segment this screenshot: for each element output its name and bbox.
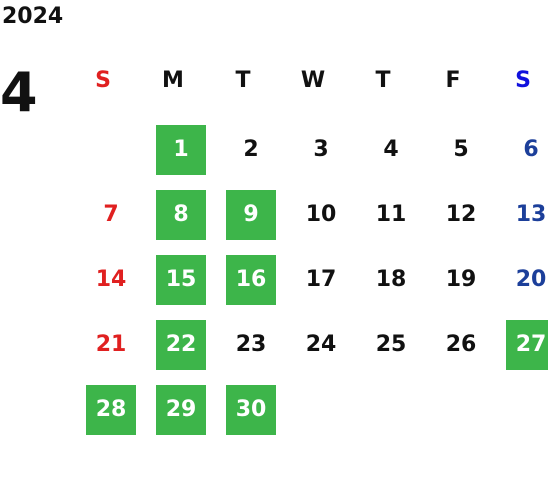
calendar-day-10[interactable]: 10 — [305, 202, 337, 227]
calendar-day-28[interactable]: 28 — [86, 385, 136, 435]
calendar-day-5[interactable]: 5 — [453, 137, 469, 162]
calendar-day-25[interactable]: 25 — [375, 332, 407, 357]
calendar-day-26[interactable]: 26 — [445, 332, 477, 357]
calendar-day-17[interactable]: 17 — [305, 267, 337, 292]
calendar-day-20[interactable]: 20 — [515, 267, 547, 292]
calendar-day-29[interactable]: 29 — [156, 385, 206, 435]
month-label: 4 — [0, 61, 38, 124]
calendar-day-12[interactable]: 12 — [445, 202, 477, 227]
calendar-day-7[interactable]: 7 — [103, 202, 119, 227]
weekday-thu: T — [375, 68, 391, 93]
calendar-day-4[interactable]: 4 — [383, 137, 399, 162]
weekday-tue: T — [235, 68, 251, 93]
weekday-fri: F — [445, 68, 461, 93]
calendar-day-3[interactable]: 3 — [313, 137, 329, 162]
calendar-day-11[interactable]: 11 — [375, 202, 407, 227]
calendar-day-21[interactable]: 21 — [95, 332, 127, 357]
calendar-day-27[interactable]: 27 — [506, 320, 548, 370]
weekday-sat: S — [515, 68, 531, 93]
weekday-header: S M T W T F S — [68, 66, 548, 96]
calendar-day-23[interactable]: 23 — [235, 332, 267, 357]
calendar-day-9[interactable]: 9 — [226, 190, 276, 240]
calendar-day-24[interactable]: 24 — [305, 332, 337, 357]
year-label: 2024 — [2, 4, 64, 29]
calendar-day-1[interactable]: 1 — [156, 125, 206, 175]
calendar-day-13[interactable]: 13 — [515, 202, 547, 227]
weekday-sun: S — [95, 68, 111, 93]
calendar-day-8[interactable]: 8 — [156, 190, 206, 240]
calendar-day-18[interactable]: 18 — [375, 267, 407, 292]
calendar-day-22[interactable]: 22 — [156, 320, 206, 370]
calendar-day-30[interactable]: 30 — [226, 385, 276, 435]
calendar-day-16[interactable]: 16 — [226, 255, 276, 305]
calendar-day-14[interactable]: 14 — [95, 267, 127, 292]
calendar-day-19[interactable]: 19 — [445, 267, 477, 292]
calendar-day-15[interactable]: 15 — [156, 255, 206, 305]
calendar-day-2[interactable]: 2 — [243, 137, 259, 162]
calendar-day-6[interactable]: 6 — [523, 137, 539, 162]
weekday-mon: M — [162, 68, 184, 93]
weekday-wed: W — [300, 68, 326, 93]
